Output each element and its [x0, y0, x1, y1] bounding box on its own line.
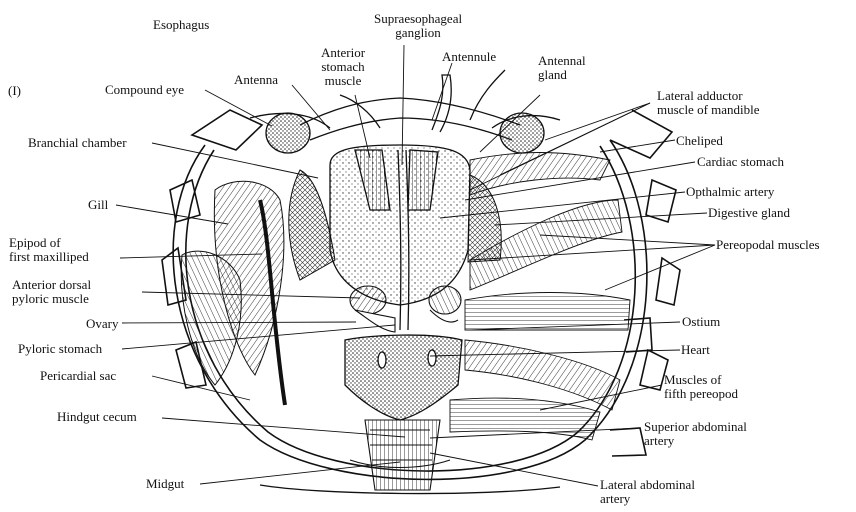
label-muscles-fifth-pereopod: Muscles of fifth pereopod — [664, 373, 738, 401]
label-digestive-gland: Digestive gland — [708, 206, 790, 220]
label-opthalmic-artery: Opthalmic artery — [686, 185, 774, 199]
label-anterior-stomach-muscle: Anterior stomach muscle — [321, 46, 365, 88]
heart-drawing — [345, 335, 462, 420]
label-lateral-adductor-muscle: Lateral adductor muscle of mandible — [657, 89, 760, 117]
label-ovary: Ovary — [86, 317, 119, 331]
label-antennal-gland: Antennal gland — [538, 54, 586, 82]
label-compound-eye: Compound eye — [105, 83, 184, 97]
label-supraesophageal-ganglion: Supraesophageal ganglion — [374, 12, 462, 40]
label-cardiac-stomach: Cardiac stomach — [697, 155, 784, 169]
label-pericardial-sac: Pericardial sac — [40, 369, 116, 383]
label-superior-abdominal-artery: Superior abdominal artery — [644, 420, 747, 448]
label-pereopodal-muscles: Pereopodal muscles — [716, 238, 820, 252]
label-midgut: Midgut — [146, 477, 184, 491]
label-heart: Heart — [681, 343, 710, 357]
label-epipod: Epipod of first maxilliped — [9, 236, 89, 264]
label-esophagus: Esophagus — [153, 18, 209, 32]
label-anterior-dorsal-pyloric-muscle: Anterior dorsal pyloric muscle — [12, 278, 91, 306]
label-hindgut-cecum: Hindgut cecum — [57, 410, 137, 424]
label-gill: Gill — [88, 198, 108, 212]
label-pyloric-stomach: Pyloric stomach — [18, 342, 102, 356]
label-panel: (I) — [8, 84, 21, 98]
label-cheliped: Cheliped — [676, 134, 723, 148]
label-antennule: Antennule — [442, 50, 496, 64]
label-branchial-chamber: Branchial chamber — [28, 136, 127, 150]
label-ostium: Ostium — [682, 315, 720, 329]
label-lateral-abdominal-artery: Lateral abdominal artery — [600, 478, 695, 506]
label-antenna: Antenna — [234, 73, 278, 87]
